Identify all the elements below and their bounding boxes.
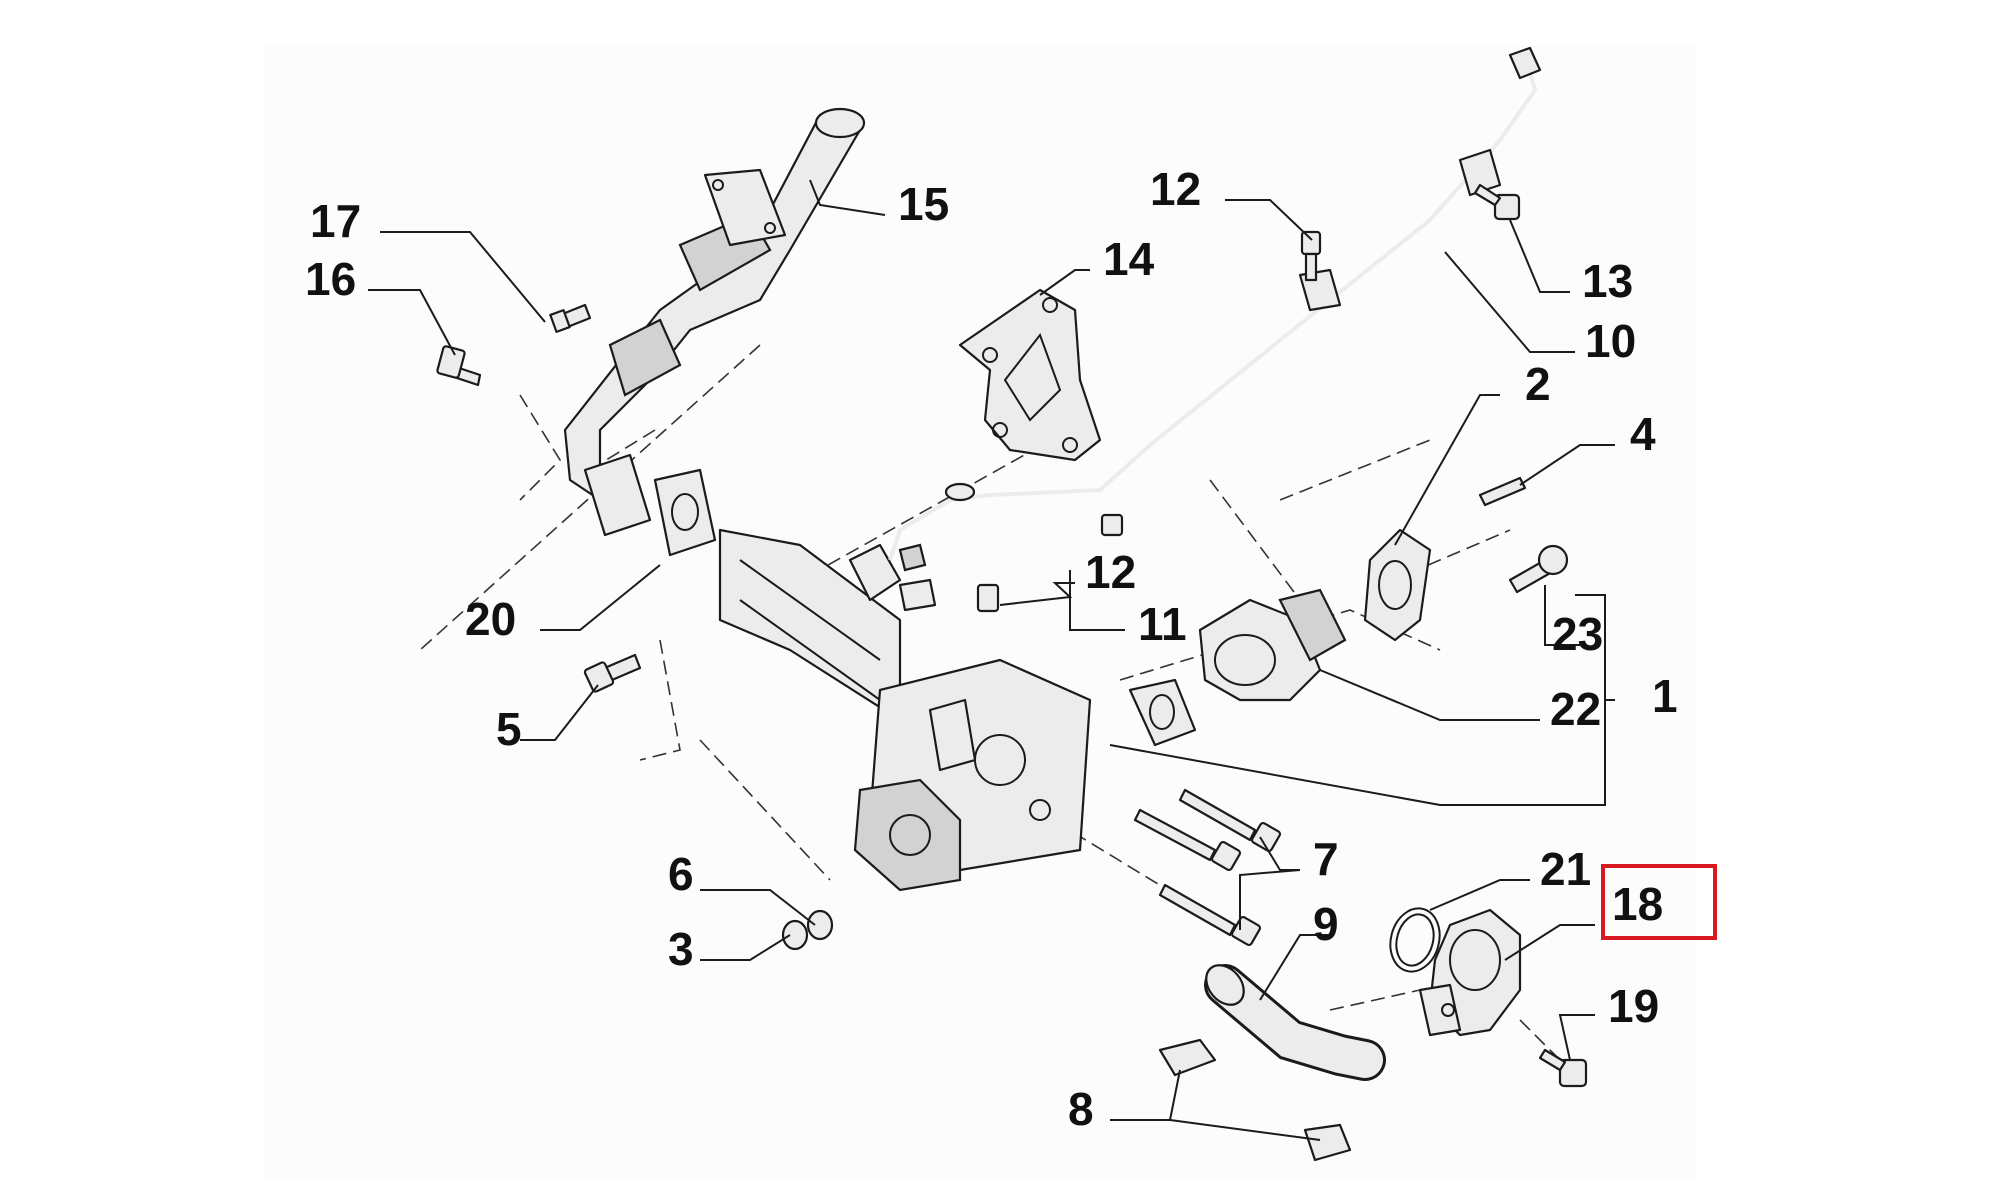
callout-18: 18 [1612, 878, 1663, 930]
callout-17: 17 [310, 195, 361, 247]
studs-part-7 [1133, 788, 1282, 947]
callout-15: 15 [898, 178, 949, 230]
bolt-part-12-upper [1300, 230, 1322, 282]
callout-labels: 1 2 3 4 5 6 7 8 9 10 11 12 12 13 14 15 1… [305, 163, 1717, 1135]
tube-end-fitting [1508, 46, 1542, 80]
callout-4: 4 [1630, 408, 1656, 460]
callout-14: 14 [1103, 233, 1155, 285]
callout-8: 8 [1068, 1083, 1094, 1135]
callout-20: 20 [465, 593, 516, 645]
callout-19: 19 [1608, 980, 1659, 1032]
valve-port [928, 698, 977, 772]
valve-gasket [1128, 678, 1197, 747]
bolt-part-17 [549, 303, 592, 333]
callout-22: 22 [1550, 683, 1601, 735]
bolt-part-11 [976, 583, 1000, 613]
cooler-inlet [848, 543, 902, 602]
callout-12-lower: 12 [1085, 546, 1136, 598]
callout-5: 5 [496, 703, 522, 755]
callout-12-upper: 12 [1150, 163, 1201, 215]
pipe-outlet-end [814, 107, 866, 139]
tube-clip-upper [1458, 148, 1502, 197]
washer-nut-parts-3-6 [781, 909, 834, 951]
callout-10: 10 [1585, 315, 1636, 367]
highlight-box-18 [1601, 864, 1717, 940]
hose-end [1205, 964, 1245, 1006]
callout-3: 3 [668, 923, 694, 975]
coolant-tube-part-10 [888, 46, 1542, 572]
bolt-part-13 [1473, 183, 1521, 221]
bolt-part-5 [583, 653, 642, 693]
pin-part-4 [1478, 476, 1527, 507]
callout-9: 9 [1313, 898, 1339, 950]
pipe-bellows-lower [608, 318, 682, 397]
callout-2: 2 [1525, 358, 1551, 410]
gasket-part-20 [653, 468, 717, 557]
bracket-part-14 [958, 288, 1102, 462]
clamps-part-8 [1158, 1038, 1352, 1162]
bolt-part-16 [436, 345, 482, 387]
bolts [436, 183, 1588, 1088]
pipe-flange-lower [583, 453, 652, 537]
callout-23: 23 [1552, 608, 1603, 660]
callout-13: 13 [1582, 255, 1633, 307]
tube-collar [944, 482, 976, 502]
outlet-flange-part-22 [1198, 588, 1347, 702]
clip-near-cooler [898, 578, 937, 612]
callout-7: 7 [1313, 833, 1339, 885]
callout-11: 11 [1138, 598, 1187, 650]
gasket-part-2 [1363, 528, 1432, 642]
o-ring-part-21 [1389, 907, 1441, 973]
callout-21: 21 [1540, 843, 1591, 895]
bolt-part-19 [1538, 1048, 1588, 1088]
callout-6: 6 [668, 848, 694, 900]
bolt-part-23 [1508, 544, 1569, 594]
egr-actuator [853, 778, 962, 892]
thermostat-housing-part-18 [1418, 908, 1522, 1037]
bolt-part-12-lower [1100, 513, 1124, 537]
hose-part-9 [1204, 964, 1386, 1081]
callout-16: 16 [305, 253, 356, 305]
tube-lower-end [898, 543, 927, 572]
egr-pipe-part [563, 107, 866, 537]
flange-bellows [1278, 588, 1347, 662]
egr-cooler-valve-assembly [718, 528, 1092, 892]
leader-lines [368, 179, 1615, 1141]
callout-1: 1 [1652, 670, 1678, 722]
